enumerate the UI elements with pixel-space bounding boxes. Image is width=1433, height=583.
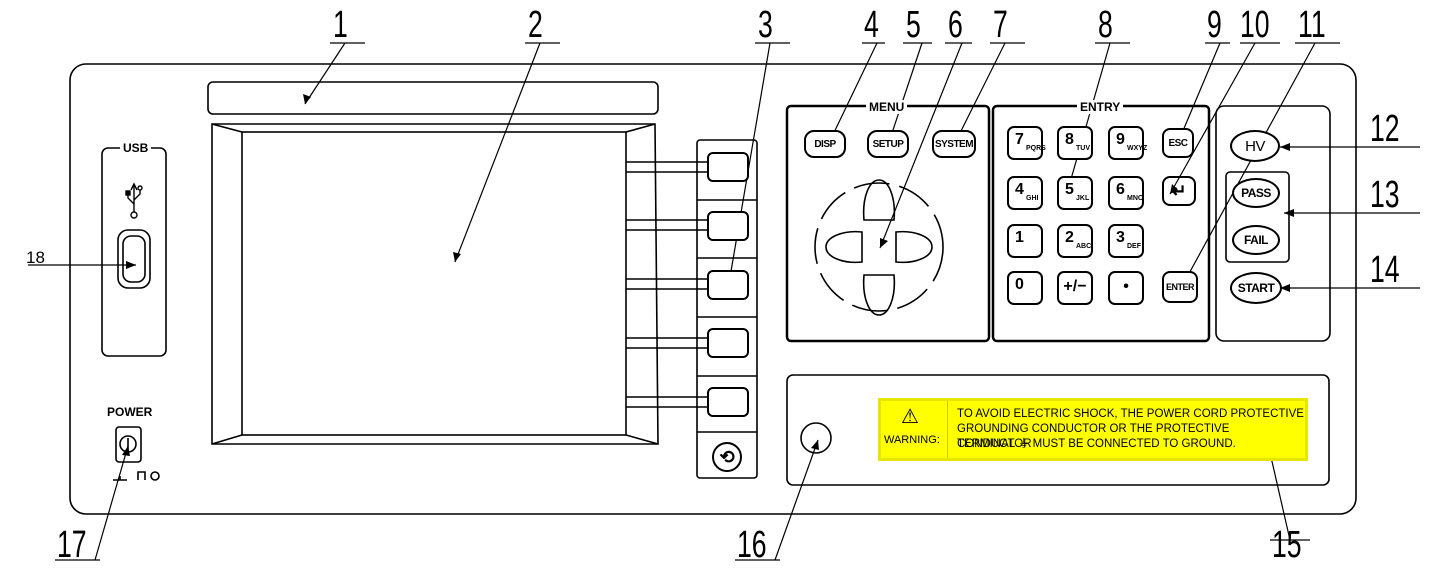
- power-label: POWER: [107, 405, 153, 419]
- warning-line-3-prefix: TERMINAL: [957, 438, 1015, 450]
- esc-button[interactable]: ESC: [1162, 128, 1194, 158]
- dpad-left: [825, 230, 863, 264]
- callout-13: 13: [1370, 174, 1400, 216]
- status-bar-window: [207, 81, 659, 115]
- usb-label: USB: [120, 141, 152, 155]
- warning-line-2: GROUNDING CONDUCTOR OR THE PROTECTIVE CO…: [957, 423, 1230, 450]
- dpad-up: [862, 179, 896, 221]
- system-button[interactable]: SYSTEM: [932, 130, 976, 158]
- callout-17: 17: [57, 524, 87, 566]
- usb-port: [117, 229, 151, 289]
- callout-4: 4: [864, 4, 879, 46]
- enter-button[interactable]: ENTER: [1162, 271, 1198, 303]
- warning-line-3-suffix: MUST BE CONNECTED TO GROUND.: [1032, 438, 1236, 450]
- ground-terminal: [800, 422, 832, 454]
- callout-10: 10: [1240, 4, 1270, 46]
- callout-16: 16: [737, 524, 767, 566]
- key-0[interactable]: 0: [1007, 271, 1043, 305]
- warning-divider: [947, 401, 948, 458]
- display-bezel: [211, 123, 659, 445]
- menu-label: MENU: [866, 100, 908, 114]
- callout-5: 5: [906, 4, 921, 46]
- backspace-icon[interactable]: ↵: [1162, 176, 1196, 206]
- callout-8: 8: [1098, 4, 1113, 46]
- entry-label: ENTRY: [1077, 100, 1124, 114]
- warning-line-1: TO AVOID ELECTRIC SHOCK, THE POWER CORD …: [957, 408, 1304, 420]
- dpad-right: [895, 230, 933, 264]
- power-switch-housing: [115, 426, 142, 463]
- callout-12: 12: [1370, 108, 1400, 150]
- usb-glyph-icon: [125, 182, 143, 219]
- callout-1: 1: [333, 4, 348, 46]
- display-screen: [241, 131, 627, 436]
- softkey-1[interactable]: [707, 152, 749, 182]
- softkey-4[interactable]: [707, 328, 749, 358]
- key-decimal-point[interactable]: •: [1108, 271, 1144, 305]
- callout-3: 3: [758, 4, 773, 46]
- return-icon[interactable]: ⟲: [712, 442, 742, 472]
- softkey-3[interactable]: [707, 270, 749, 300]
- warning-label: ⚠ WARNING: TO AVOID ELECTRIC SHOCK, THE …: [878, 398, 1308, 461]
- softkey-2[interactable]: [707, 211, 749, 241]
- pass-indicator: PASS: [1232, 178, 1280, 208]
- callout-18: 18: [26, 248, 45, 267]
- hv-indicator: HV: [1230, 130, 1280, 162]
- panel-outline: [69, 63, 1357, 515]
- softkey-column-frame: [696, 139, 758, 479]
- disp-button[interactable]: DISP: [804, 130, 846, 158]
- setup-button[interactable]: SETUP: [867, 130, 909, 158]
- callout-11: 11: [1298, 4, 1326, 46]
- dpad-ring: [814, 182, 944, 312]
- callout-6: 6: [948, 4, 963, 46]
- callout-7: 7: [993, 4, 1008, 46]
- key-1[interactable]: 1: [1007, 224, 1043, 258]
- warning-title: WARNING:: [884, 434, 940, 446]
- callout-2: 2: [528, 4, 543, 46]
- callout-9: 9: [1207, 4, 1222, 46]
- softkey-5[interactable]: [707, 387, 749, 417]
- callout-15: 15: [1272, 524, 1302, 566]
- usb-frame: [101, 147, 167, 357]
- callout-leaders: [28, 42, 1420, 561]
- ground-symbol-icon: ⏚: [1017, 438, 1030, 450]
- callout-14: 14: [1370, 249, 1400, 291]
- warning-triangle-icon: ⚠: [901, 406, 919, 428]
- warning-line-3: TERMINAL ⏚ MUST BE CONNECTED TO GROUND.: [957, 437, 1236, 452]
- lower-frame: [786, 374, 1330, 486]
- start-button[interactable]: START: [1230, 272, 1282, 304]
- dpad-down: [862, 274, 896, 316]
- key-plus-minus[interactable]: +/−: [1057, 271, 1093, 305]
- fail-indicator: FAIL: [1232, 225, 1280, 255]
